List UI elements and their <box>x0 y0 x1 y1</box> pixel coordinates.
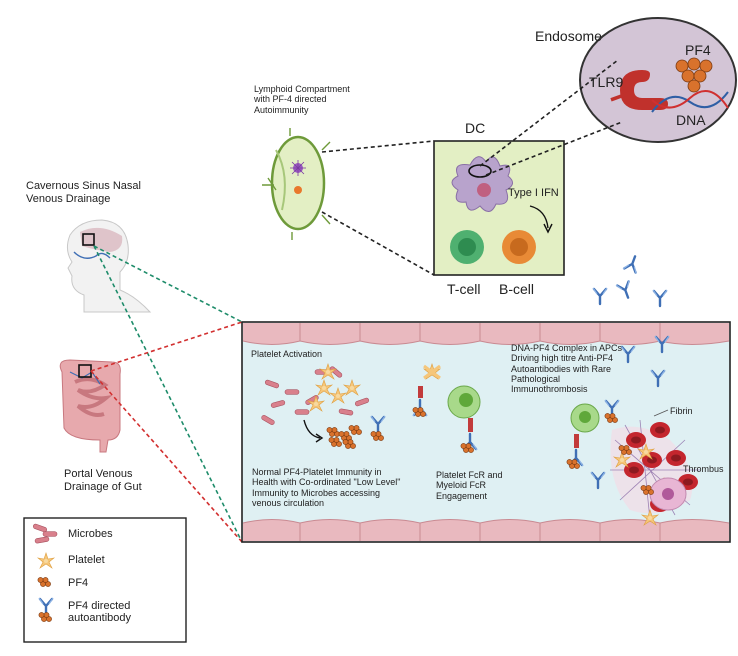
platelet-activation-label: Platelet Activation <box>251 349 323 359</box>
lymph-node-illustration <box>262 128 331 240</box>
dna-label: DNA <box>676 112 706 128</box>
vessel-contents <box>260 334 700 526</box>
legend-box <box>23 517 187 643</box>
endosome-label: Endosome <box>535 28 602 44</box>
legend-microbes-label: Microbes <box>68 528 113 540</box>
legend-pf4-label: PF4 <box>68 577 89 589</box>
dc-panel <box>433 140 565 276</box>
bcell-label: B-cell <box>499 281 535 297</box>
tcell-label: T-cell <box>447 281 481 297</box>
type1-ifn-label: Type I IFN <box>508 187 559 199</box>
head-illustration <box>66 219 152 313</box>
endosome <box>579 17 737 143</box>
tlr9-label: TLR9 <box>589 74 624 90</box>
connector-lines <box>90 59 623 543</box>
fibrin-label: Fibrin <box>670 406 693 416</box>
legend-platelet-label: Platelet <box>68 554 105 566</box>
free-antibodies <box>591 252 669 308</box>
thrombus-label: Thrombus <box>683 464 724 474</box>
intestine-illustration <box>59 359 121 453</box>
thrombus-cluster <box>610 419 700 526</box>
pf4-label-endosome: PF4 <box>685 42 711 58</box>
dc-label: DC <box>465 120 486 136</box>
